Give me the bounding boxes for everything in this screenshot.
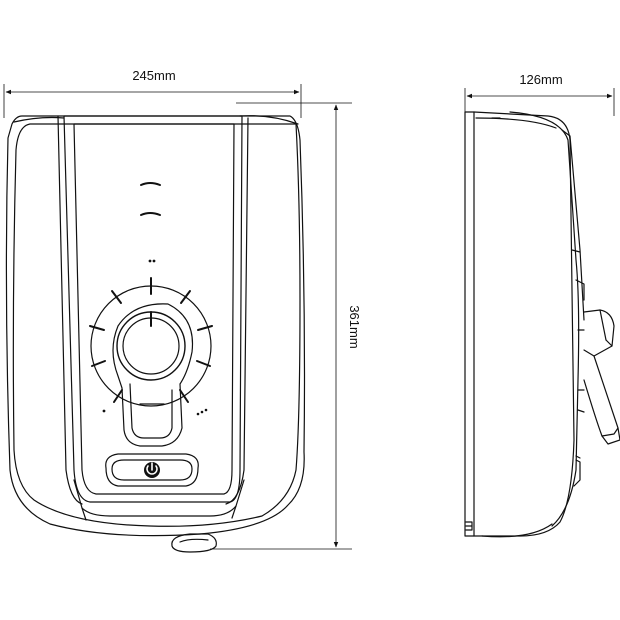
width-dimension: 245mm [3,68,302,118]
bottom-outlet [171,533,217,553]
height-label: 361mm [347,305,362,348]
indicator-light-top [140,182,161,186]
power-button[interactable] [105,453,199,487]
height-dimension: 361mm [210,102,362,550]
dial-ticks [89,277,213,403]
depth-dimension: 126mm [464,72,615,116]
dial-lever-side [583,309,620,445]
width-label: 245mm [132,68,175,83]
side-view [464,111,620,538]
front-view [5,115,306,553]
power-icon [144,462,160,478]
indicator-light-middle [140,212,161,216]
depth-label: 126mm [519,72,562,87]
